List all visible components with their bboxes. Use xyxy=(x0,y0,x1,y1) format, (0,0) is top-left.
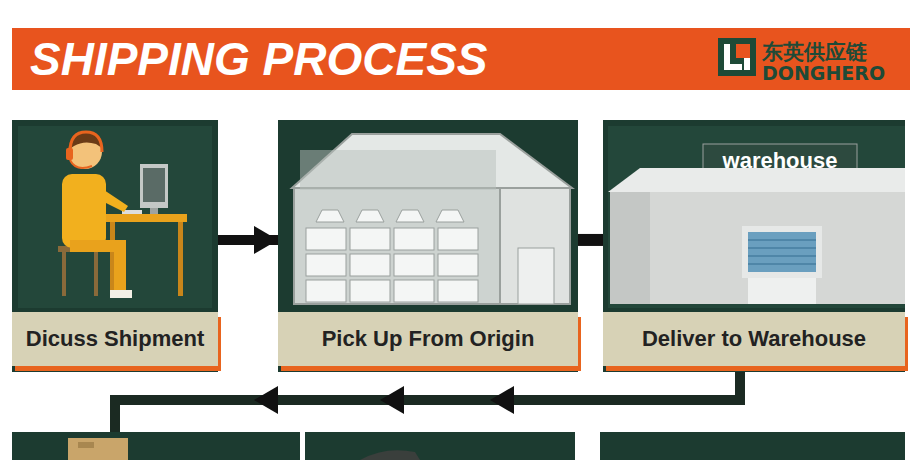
arrow-head xyxy=(254,386,278,414)
caption-band: Pick Up From Origin xyxy=(278,312,578,366)
parcel-box xyxy=(68,438,128,460)
step-caption: Deliver to Warehouse xyxy=(642,327,866,351)
parcel-tag xyxy=(78,442,94,448)
next-panel xyxy=(305,432,575,460)
warehouse-illustration xyxy=(608,126,905,308)
logo-text: DONGHERO xyxy=(762,62,885,84)
process-panel: Pick Up From Origin xyxy=(278,120,578,372)
flow-arrow xyxy=(578,234,603,246)
caption-band: Deliver to Warehouse xyxy=(603,312,905,366)
caption-band: Dicuss Shipment xyxy=(12,312,218,366)
next-panel xyxy=(600,432,905,460)
process-panel: Deliver to Warehouse xyxy=(603,120,905,372)
arrow-head xyxy=(380,386,404,414)
operator-illustration xyxy=(18,126,212,308)
logo-text: 东英供应链 xyxy=(762,38,867,66)
page-title: SHIPPING PROCESS xyxy=(30,30,488,88)
logo-icon xyxy=(718,38,756,76)
header-band xyxy=(12,28,910,90)
step-caption: Pick Up From Origin xyxy=(322,327,535,351)
factory-illustration xyxy=(292,134,572,304)
flow-arrow xyxy=(218,235,278,245)
process-panel: Dicuss Shipment xyxy=(12,120,218,372)
return-line xyxy=(115,372,740,432)
next-panel xyxy=(12,432,300,460)
vehicle-shape xyxy=(360,450,420,460)
arrow-head xyxy=(490,386,514,414)
step-caption: Dicuss Shipment xyxy=(26,327,204,351)
